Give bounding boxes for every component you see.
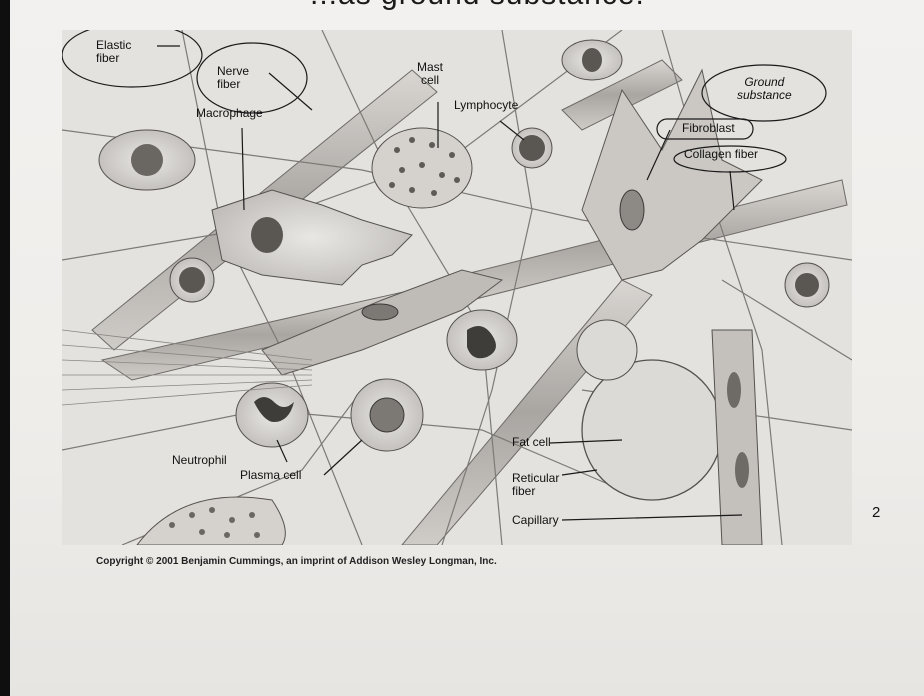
- capillary-cell: [727, 372, 741, 408]
- label-fat-cell: Fat cell: [512, 436, 551, 449]
- label-lymphocyte: Lymphocyte: [454, 99, 518, 112]
- fat-cell-shape: [582, 360, 722, 500]
- cell-left-nucleus: [179, 267, 205, 293]
- label-nerve-fiber: Nerve fiber: [217, 65, 249, 91]
- fibroblast-nucleus: [620, 190, 644, 230]
- connective-tissue-diagram: Elastic fiber Nerve fiber Mast cell Macr…: [62, 30, 852, 545]
- header-partial-text: ...as ground substance.: [310, 0, 645, 12]
- label-neutrophil: Neutrophil: [172, 454, 227, 467]
- label-reticular-fiber: Reticular fiber: [512, 472, 559, 498]
- plasma-cell-nucleus: [370, 398, 404, 432]
- fat-cell-small: [577, 320, 637, 380]
- label-plasma-cell: Plasma cell: [240, 469, 301, 482]
- capillary-cell: [735, 452, 749, 488]
- page-number: 2: [872, 504, 880, 521]
- label-capillary: Capillary: [512, 514, 559, 527]
- label-elastic-fiber: Elastic fiber: [96, 39, 131, 65]
- spindle-cell-nucleus: [362, 304, 398, 320]
- label-fibroblast: Fibroblast: [682, 122, 735, 135]
- label-mast-cell: Mast cell: [417, 61, 443, 87]
- label-macrophage: Macrophage: [196, 107, 263, 120]
- label-collagen-fiber: Collagen fiber: [684, 148, 758, 161]
- cell-top-middle-nucleus: [582, 48, 602, 72]
- worksheet-page: ...as ground substance.: [10, 0, 924, 696]
- label-ground-substance: Ground substance: [737, 76, 792, 102]
- macrophage-nucleus: [251, 217, 283, 253]
- cell-upper-left-nucleus: [131, 144, 163, 176]
- copyright-caption: Copyright © 2001 Benjamin Cummings, an i…: [96, 556, 497, 567]
- cell-right-nucleus: [795, 273, 819, 297]
